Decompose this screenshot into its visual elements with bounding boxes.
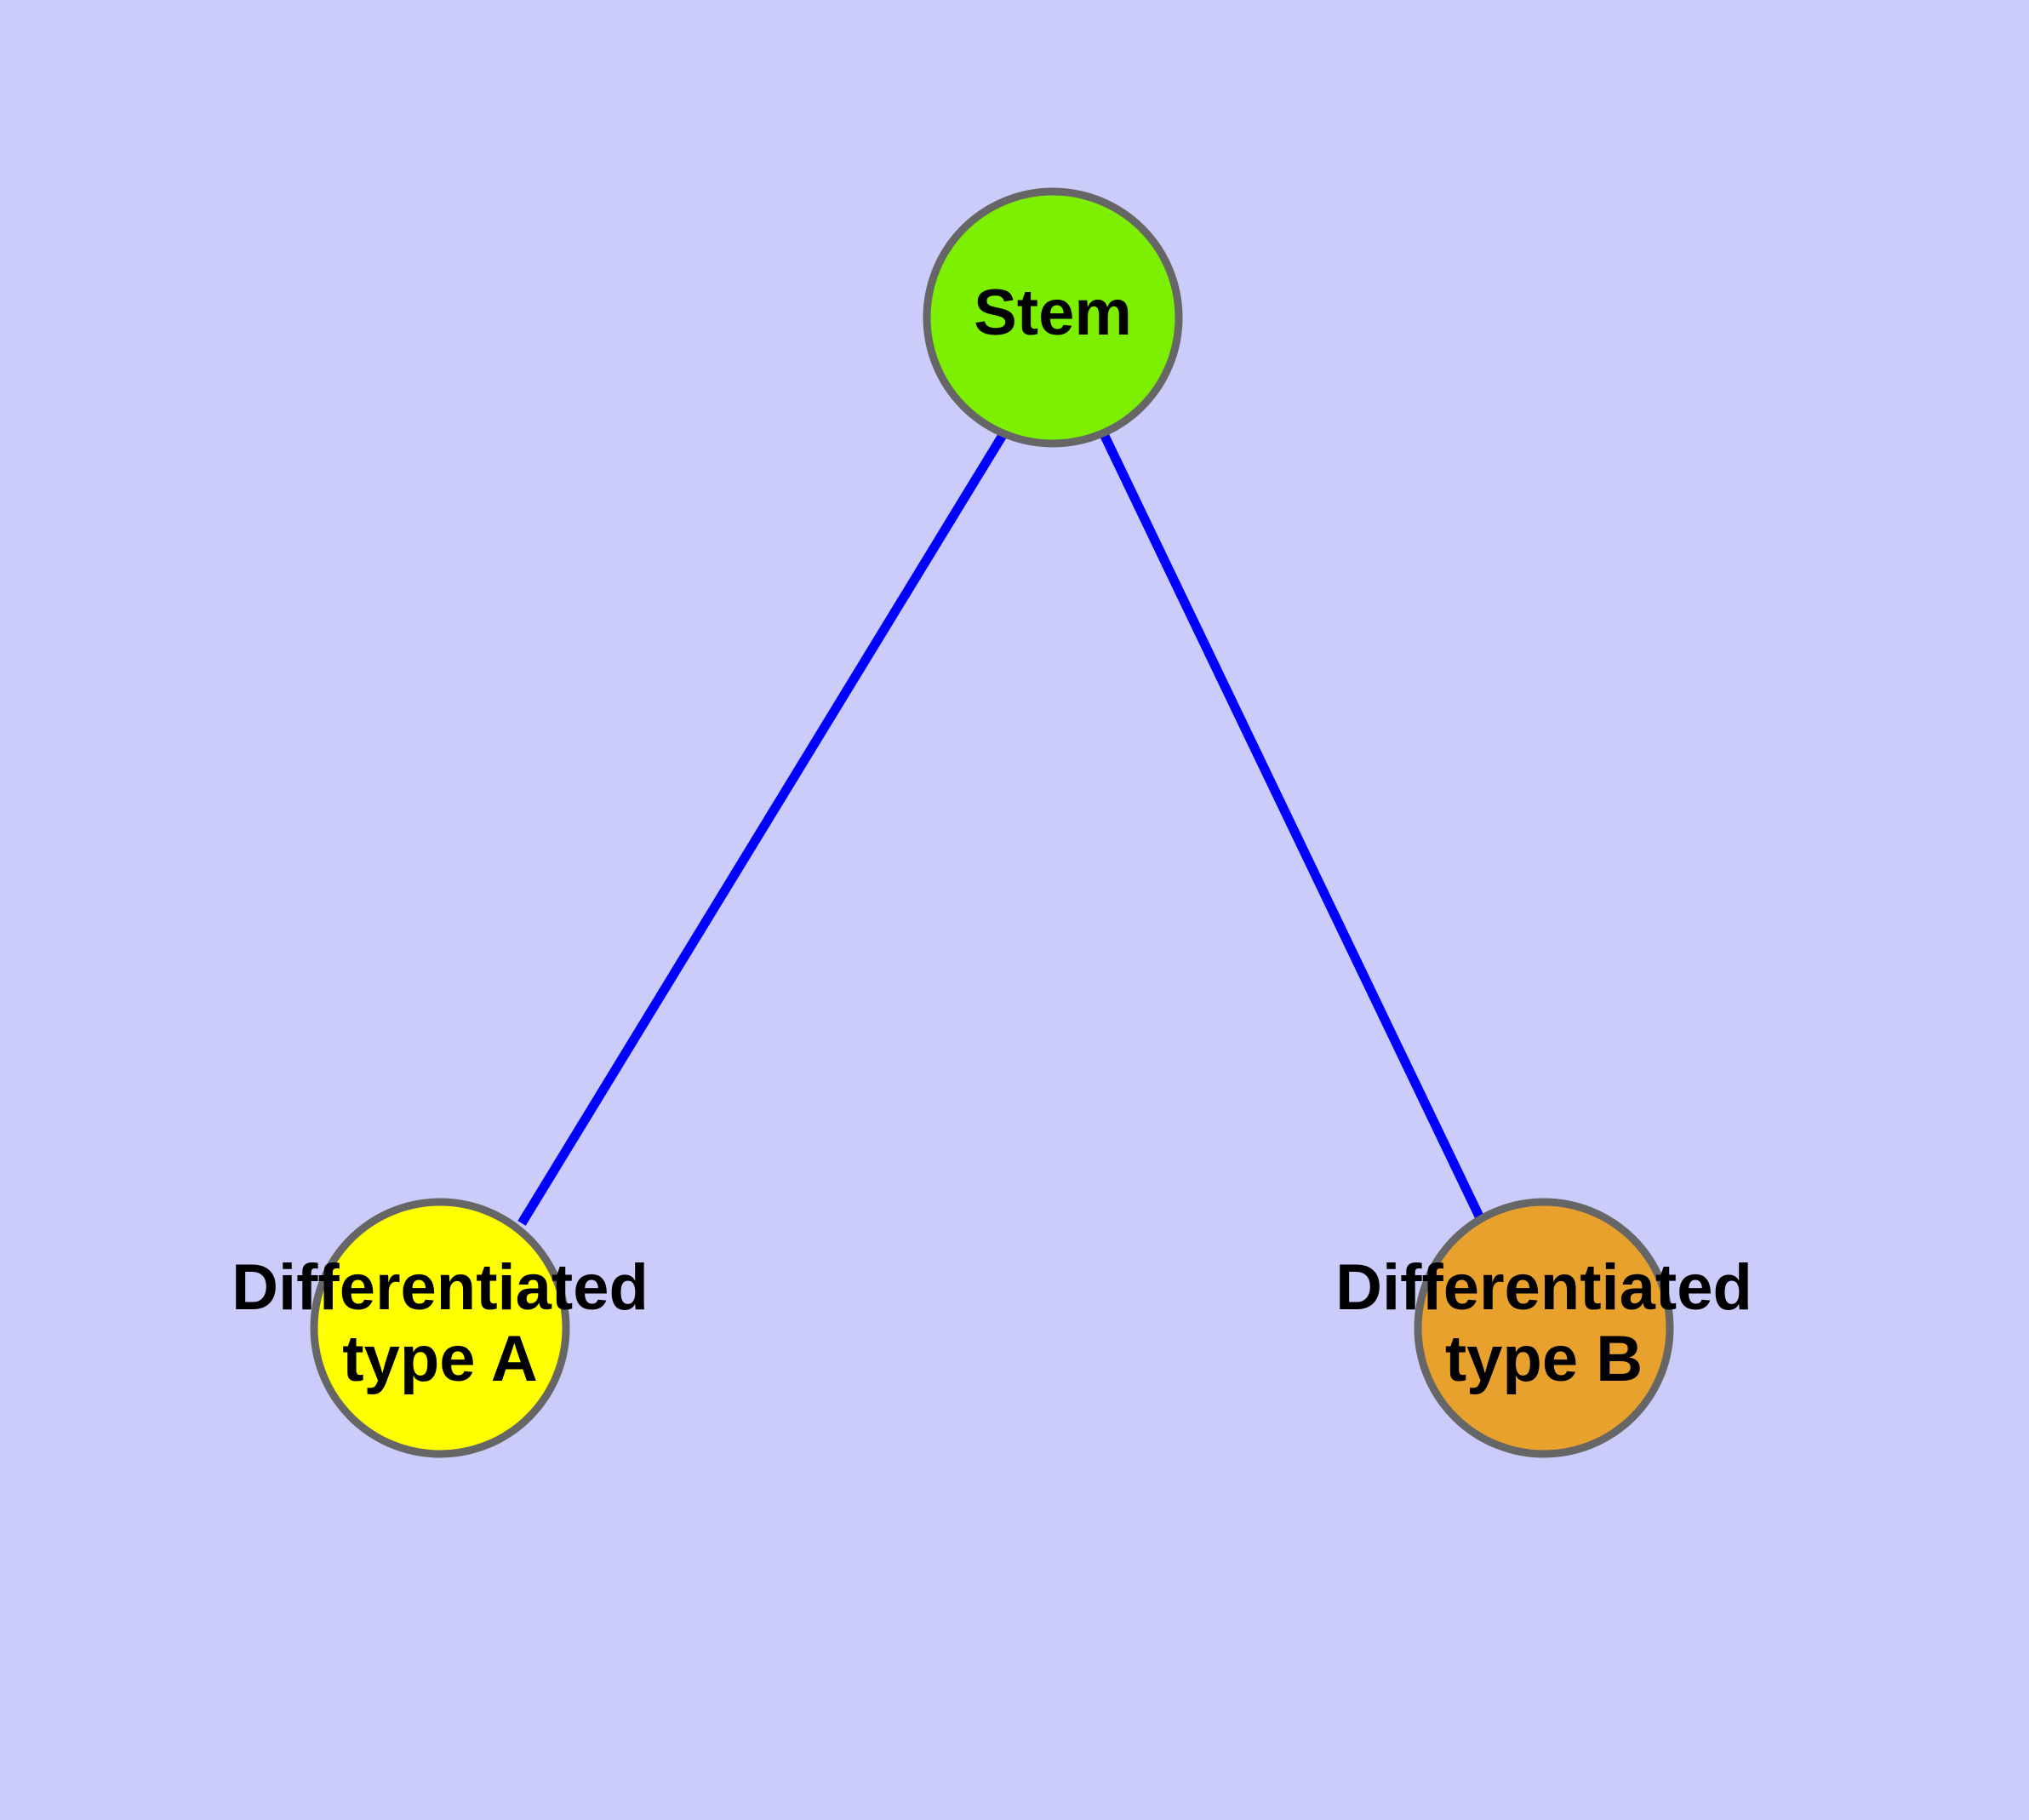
edges-layer [517,430,1485,1226]
node-label-stem: Stem [974,277,1132,349]
node-label-line: type B [1445,1323,1643,1395]
nodes-layer [310,187,1674,1458]
node-label-line: type A [342,1323,537,1395]
node-circle-diff_b[interactable] [1414,1198,1674,1458]
node-label-line: Stem [974,277,1132,349]
node-label-line: Differentiated [1335,1251,1752,1324]
node-label-line: Differentiated [231,1251,649,1324]
edge-stem-diff-b[interactable] [1099,430,1485,1222]
node-circle-diff_a[interactable] [310,1198,570,1458]
node-circle-stem[interactable] [923,187,1183,448]
edge-stem-diff-a[interactable] [517,430,1009,1226]
